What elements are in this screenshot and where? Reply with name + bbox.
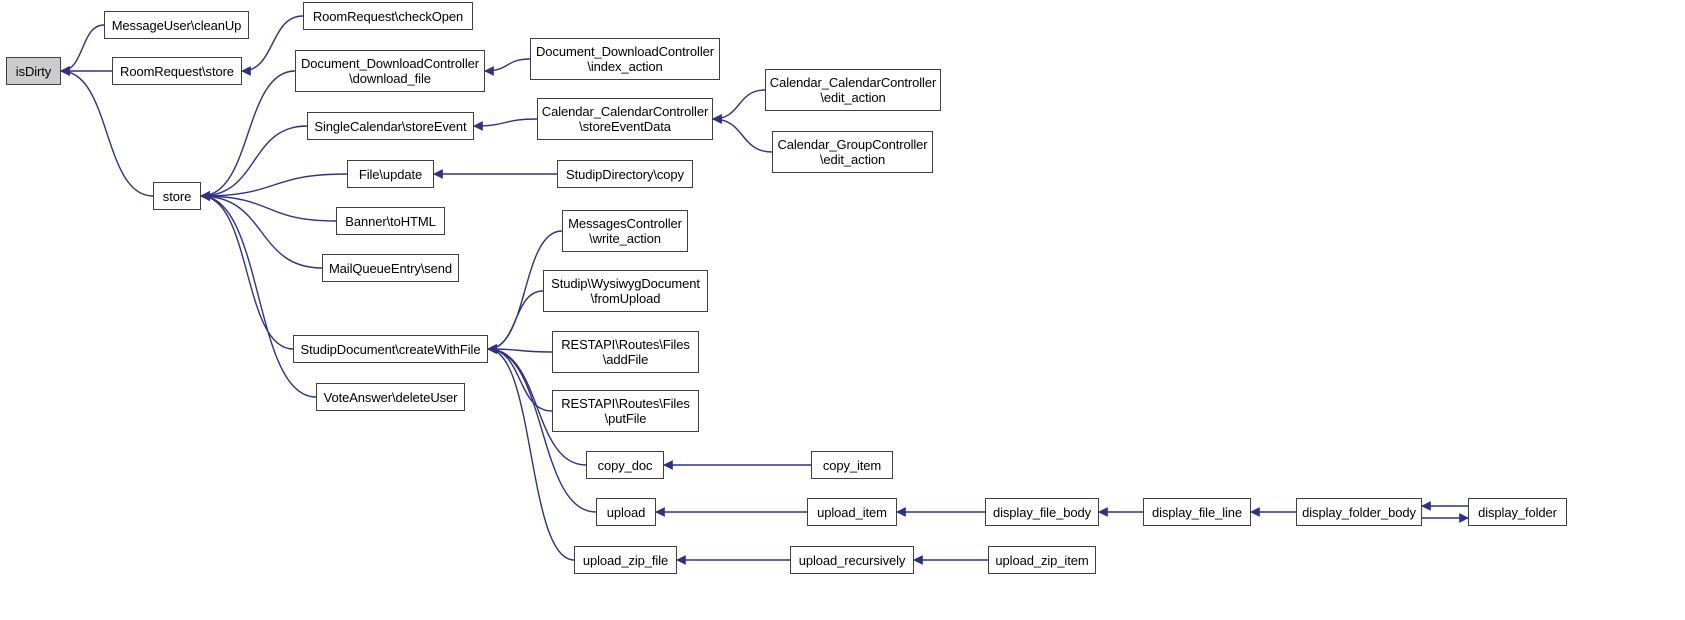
graph-node-label: upload xyxy=(606,504,646,520)
graph-node-restapi_addfile[interactable]: RESTAPI\Routes\Files \addFile xyxy=(552,331,699,373)
graph-edge-docdl_download_file-to-store xyxy=(200,70,296,201)
graph-edge-restapi_addfile-to-studipdocument_createwithfile xyxy=(487,344,553,354)
graph-edge-file_update-to-store xyxy=(200,173,348,201)
graph-node-wysiwyg_fromupload[interactable]: Studip\WysiwygDocument \fromUpload xyxy=(543,270,708,312)
graph-node-studipdocument_createwithfile[interactable]: StudipDocument\createWithFile xyxy=(293,335,488,363)
graph-edge-restapi_putfile-to-studipdocument_createwithfile xyxy=(487,344,553,412)
graph-node-label: Document_DownloadController \download_fi… xyxy=(301,56,479,86)
graph-node-label: copy_doc xyxy=(597,457,653,473)
graph-edge-store-to-isDirty xyxy=(60,66,154,197)
graph-node-copy_item[interactable]: copy_item xyxy=(811,451,893,479)
graph-node-store[interactable]: store xyxy=(153,182,201,210)
graph-node-label: StudipDocument\createWithFile xyxy=(300,341,481,357)
graph-node-calcal_storeeventdata[interactable]: Calendar_CalendarController \storeEventD… xyxy=(537,98,713,140)
graph-node-calgroup_edit_action[interactable]: Calendar_GroupController \edit_action xyxy=(772,131,933,173)
graph-node-roomrequest_checkopen[interactable]: RoomRequest\checkOpen xyxy=(303,2,473,30)
graph-node-label: upload_item xyxy=(817,504,887,520)
graph-node-upload[interactable]: upload xyxy=(596,498,656,526)
graph-node-label: upload_zip_file xyxy=(582,552,669,568)
graph-node-mailqueueentry_send[interactable]: MailQueueEntry\send xyxy=(322,254,459,282)
graph-node-upload_recursively[interactable]: upload_recursively xyxy=(790,546,914,574)
graph-node-messagescontroller_write[interactable]: MessagesController \write_action xyxy=(562,210,688,252)
graph-node-label: display_folder xyxy=(1478,504,1557,520)
graph-node-display_folder[interactable]: display_folder xyxy=(1468,498,1567,526)
graph-node-calcal_edit_action[interactable]: Calendar_CalendarController \edit_action xyxy=(765,69,941,111)
graph-node-label: copy_item xyxy=(822,457,882,473)
graph-node-label: Studip\WysiwygDocument \fromUpload xyxy=(551,276,700,306)
graph-edge-banner_tohtml-to-store xyxy=(200,191,337,222)
graph-node-label: Document_DownloadController \index_actio… xyxy=(536,44,714,74)
graph-node-label: RoomRequest\store xyxy=(120,63,234,79)
graph-node-banner_tohtml[interactable]: Banner\toHTML xyxy=(336,207,445,235)
graph-node-messageuser_cleanup[interactable]: MessageUser\cleanUp xyxy=(104,11,249,39)
graph-node-label: MessageUser\cleanUp xyxy=(111,17,242,33)
graph-node-copy_doc[interactable]: copy_doc xyxy=(586,451,664,479)
graph-node-display_file_line[interactable]: display_file_line xyxy=(1143,498,1251,526)
graph-node-upload_zip_item[interactable]: upload_zip_item xyxy=(988,546,1096,574)
graph-edge-studipdocument_createwithfile-to-store xyxy=(200,191,294,350)
graph-edge-messageuser_cleanup-to-isDirty xyxy=(60,24,105,76)
graph-edge-calgroup_edit_action-to-calcal_storeeventdata xyxy=(712,114,773,153)
graph-edge-calcal_storeeventdata-to-singlecalendar_storeevent xyxy=(473,118,538,131)
graph-node-voteanswer_deleteuser[interactable]: VoteAnswer\deleteUser xyxy=(316,383,465,411)
graph-node-roomrequest_store[interactable]: RoomRequest\store xyxy=(112,57,242,85)
graph-node-file_update[interactable]: File\update xyxy=(347,160,434,188)
graph-node-label: RoomRequest\checkOpen xyxy=(312,8,464,24)
graph-node-isDirty[interactable]: isDirty xyxy=(6,57,61,85)
graph-node-label: upload_recursively xyxy=(798,552,906,568)
graph-node-docdl_index_action[interactable]: Document_DownloadController \index_actio… xyxy=(530,38,720,80)
graph-node-upload_zip_file[interactable]: upload_zip_file xyxy=(574,546,677,574)
graph-edge-voteanswer_deleteuser-to-store xyxy=(200,191,317,398)
graph-node-singlecalendar_storeevent[interactable]: SingleCalendar\storeEvent xyxy=(307,112,474,140)
graph-node-label: Calendar_CalendarController \storeEventD… xyxy=(541,104,709,134)
graph-edge-roomrequest_checkopen-to-roomrequest_store xyxy=(241,15,304,76)
graph-edge-docdl_index_action-to-docdl_download_file xyxy=(484,58,531,76)
graph-node-label: RESTAPI\Routes\Files \addFile xyxy=(561,337,690,367)
graph-node-label: Calendar_GroupController \edit_action xyxy=(777,137,928,167)
graph-node-label: Banner\toHTML xyxy=(345,213,436,229)
graph-node-label: RESTAPI\Routes\Files \putFile xyxy=(561,396,690,426)
graph-node-label: SingleCalendar\storeEvent xyxy=(314,118,467,134)
graph-node-label: VoteAnswer\deleteUser xyxy=(323,389,458,405)
graph-node-label: display_file_line xyxy=(1151,504,1243,520)
graph-edge-mailqueueentry_send-to-store xyxy=(200,191,323,269)
graph-node-restapi_putfile[interactable]: RESTAPI\Routes\Files \putFile xyxy=(552,390,699,432)
graph-edge-calcal_edit_action-to-calcal_storeeventdata xyxy=(712,89,766,124)
graph-node-label: upload_zip_item xyxy=(995,552,1089,568)
graph-edge-upload_zip_file-to-studipdocument_createwithfile xyxy=(487,344,575,561)
graph-node-display_file_body[interactable]: display_file_body xyxy=(985,498,1099,526)
graph-node-display_folder_body[interactable]: display_folder_body xyxy=(1296,498,1422,526)
graph-node-label: StudipDirectory\copy xyxy=(566,166,684,182)
graph-node-label: Calendar_CalendarController \edit_action xyxy=(769,75,937,105)
graph-node-label: display_file_body xyxy=(992,504,1092,520)
graph-edge-singlecalendar_storeevent-to-store xyxy=(200,125,308,201)
graph-node-label: File\update xyxy=(358,166,423,182)
graph-node-label: display_folder_body xyxy=(1302,504,1416,520)
graph-node-upload_item[interactable]: upload_item xyxy=(807,498,897,526)
graph-node-studipdirectory_copy[interactable]: StudipDirectory\copy xyxy=(557,160,693,188)
graph-node-label: MessagesController \write_action xyxy=(568,216,682,246)
graph-node-label: store xyxy=(162,188,192,204)
graph-node-label: MailQueueEntry\send xyxy=(328,260,453,276)
graph-node-label: isDirty xyxy=(15,63,52,79)
graph-edge-wysiwyg_fromupload-to-studipdocument_createwithfile xyxy=(487,290,544,354)
graph-node-docdl_download_file[interactable]: Document_DownloadController \download_fi… xyxy=(295,50,485,92)
